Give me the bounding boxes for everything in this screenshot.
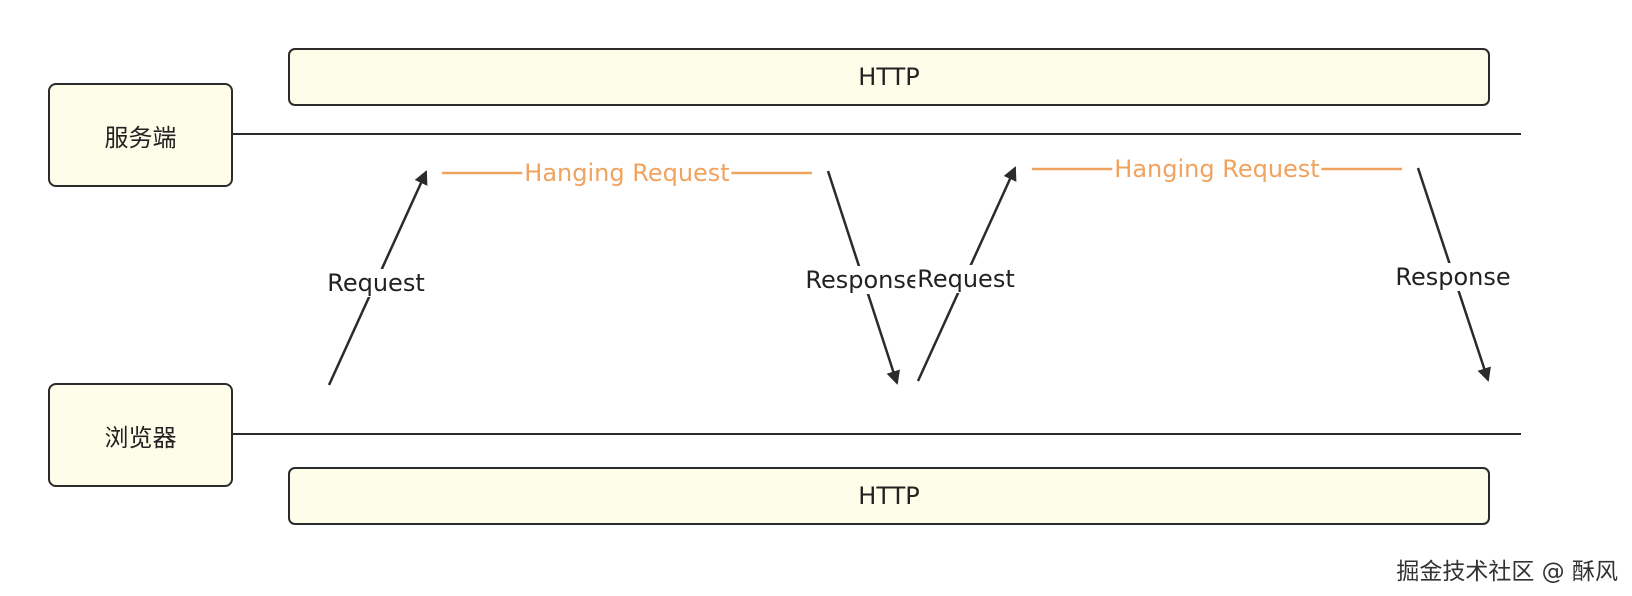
- browser-node-label: 浏览器: [104, 423, 177, 452]
- hanging-request-label-1: Hanging Request: [522, 159, 732, 187]
- server-node: 服务端: [48, 83, 233, 187]
- response-label-2: Response: [1393, 263, 1513, 291]
- watermark: 掘金技术社区 @ 酥风: [1396, 559, 1618, 585]
- browser-node: 浏览器: [48, 383, 233, 487]
- request-label-2: Request: [915, 265, 1017, 293]
- http-bar-top-label: HTTP: [858, 63, 920, 91]
- request-label-1: Request: [325, 269, 427, 297]
- http-bar-top: HTTP: [288, 48, 1490, 106]
- response-label-1: Response: [803, 266, 923, 294]
- server-node-label: 服务端: [104, 123, 177, 152]
- http-bar-bottom: HTTP: [288, 467, 1490, 525]
- browser-timeline: [233, 433, 1521, 435]
- http-bar-bottom-label: HTTP: [858, 482, 920, 510]
- hanging-request-label-2: Hanging Request: [1112, 155, 1322, 183]
- server-timeline: [233, 133, 1521, 135]
